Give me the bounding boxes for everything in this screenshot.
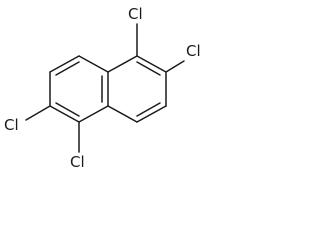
- naphthalene-structure: Cl Cl Cl Cl: [4, 5, 201, 171]
- chlorine-label: Cl: [4, 116, 19, 134]
- chlorine-label: Cl: [128, 5, 143, 23]
- structure-canvas: Cl Cl Cl Cl: [4, 5, 201, 171]
- chlorine-label: Cl: [70, 153, 85, 171]
- bond: [107, 105, 138, 123]
- bond: [136, 105, 167, 123]
- bond: [78, 55, 109, 73]
- double-bond-inner: [136, 61, 161, 76]
- bond: [136, 55, 167, 73]
- bond: [49, 55, 80, 73]
- double-bond-inner: [136, 102, 161, 117]
- double-bond-inner: [55, 61, 80, 76]
- bond: [49, 105, 80, 123]
- bond-to-cl: [165, 60, 185, 73]
- bond: [78, 105, 109, 123]
- chlorine-label: Cl: [186, 42, 201, 60]
- bond: [107, 55, 138, 73]
- double-bond-inner: [55, 102, 80, 117]
- bond-to-cl: [25, 105, 51, 121]
